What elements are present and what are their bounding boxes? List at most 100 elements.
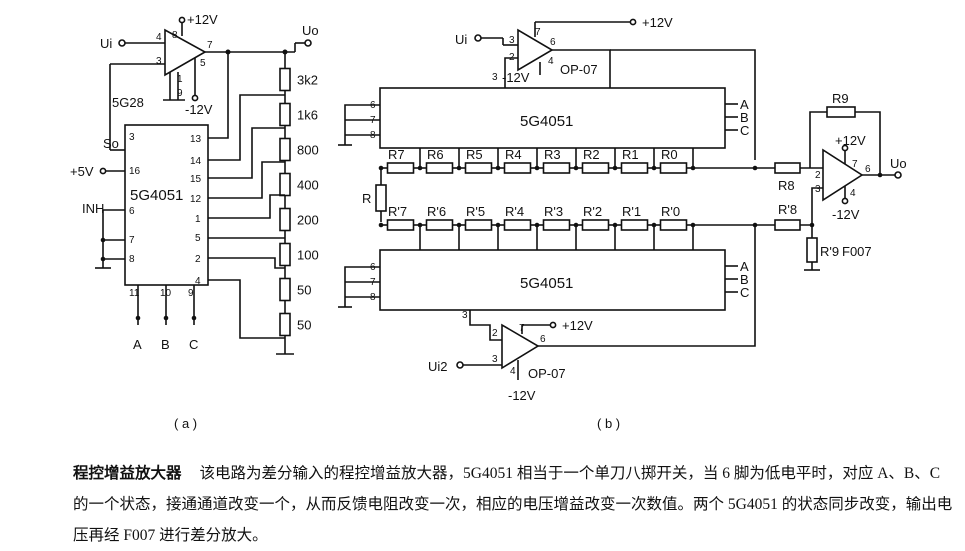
- top-resistor-7: [659, 162, 688, 174]
- opamp-op07-bottom: [501, 323, 540, 370]
- bottom-resistor-4: [542, 219, 571, 231]
- svg-text:3: 3: [129, 132, 135, 143]
- top-resistor-label-1: R6: [427, 147, 444, 162]
- opamp-5g28: [164, 28, 207, 77]
- svg-text:6: 6: [540, 334, 546, 345]
- caption: 程控增益放大器该电路为差分输入的程控增益放大器，5G4051 相当于一个单刀八掷…: [73, 458, 953, 551]
- svg-text:5: 5: [200, 58, 206, 69]
- resistor-a-label-7: 50: [297, 318, 311, 333]
- r8p-label: R'8: [778, 202, 797, 217]
- select-a-bottom: A: [740, 259, 749, 274]
- bottom-resistor-label-6: R'1: [622, 204, 641, 219]
- resistor-a-4: [279, 207, 291, 232]
- top-resistor-0: [386, 162, 415, 174]
- bottom-resistor-label-0: R'7: [388, 204, 407, 219]
- svg-text:6: 6: [129, 206, 135, 217]
- bottom-resistor-label-1: R'6: [427, 204, 446, 219]
- r8-label: R8: [778, 178, 795, 193]
- top-resistor-label-7: R0: [661, 147, 678, 162]
- output-uo-label: Uo: [302, 23, 319, 38]
- svg-text:3: 3: [815, 184, 821, 195]
- bottom-resistor-1: [425, 219, 454, 231]
- caption-title: 程控增益放大器: [73, 465, 182, 482]
- res-r-label: R: [362, 191, 371, 206]
- bottom-resistor-7: [659, 219, 688, 231]
- svg-text:14: 14: [190, 156, 202, 167]
- svg-text:4: 4: [156, 32, 162, 43]
- plus12-top: +12V: [642, 15, 673, 30]
- svg-text:2: 2: [492, 328, 498, 339]
- r9-label: R9: [832, 91, 849, 106]
- svg-text:4: 4: [850, 188, 856, 199]
- op-out-label: F007: [842, 244, 872, 259]
- plus12-f007: +12V: [835, 133, 866, 148]
- select-b-bottom: B: [740, 272, 749, 287]
- svg-text:8: 8: [129, 254, 135, 265]
- top-resistor-4: [542, 162, 571, 174]
- minus12-bottom: -12V: [508, 388, 536, 403]
- svg-text:4: 4: [510, 366, 516, 377]
- svg-text:3: 3: [156, 56, 162, 67]
- resistor-a-0: [279, 67, 291, 92]
- bottom-resistor-6: [620, 219, 649, 231]
- caption-body: 该电路为差分输入的程控增益放大器，5G4051 相当于一个单刀八掷开关，当 6 …: [73, 465, 953, 544]
- op07-bottom-label: OP-07: [528, 366, 566, 381]
- minus12-f007: -12V: [832, 207, 860, 222]
- chip-5g4051-a: [124, 124, 209, 286]
- bottom-resistor-5: [581, 219, 610, 231]
- supply-5v-label: +5V: [70, 164, 94, 179]
- op07-top-label: OP-07: [560, 62, 598, 77]
- resistor-a-label-1: 1k6: [297, 108, 318, 123]
- bottom-resistor-0: [386, 219, 415, 231]
- chip-top-label: 5G4051: [520, 113, 573, 130]
- svg-text:7: 7: [852, 159, 858, 170]
- so-label: So: [103, 136, 119, 151]
- opamp-f007: [822, 148, 864, 202]
- inh-label: INH: [82, 201, 104, 216]
- top-resistor-label-0: R7: [388, 147, 405, 162]
- select-c-a: C: [189, 337, 198, 352]
- resistor-a-label-4: 200: [297, 213, 319, 228]
- svg-text:4: 4: [548, 56, 554, 67]
- svg-text:1: 1: [195, 214, 201, 225]
- resistor-a-label-2: 800: [297, 143, 319, 158]
- plus12-bottom: +12V: [562, 318, 593, 333]
- svg-text:15: 15: [190, 174, 202, 185]
- panel-a-label: ( a ): [174, 416, 197, 431]
- resistor-a-5: [279, 242, 291, 267]
- resistor-a-3: [279, 172, 291, 197]
- top-resistor-3: [503, 162, 532, 174]
- opamp-label-a: 5G28: [112, 95, 144, 110]
- r9p-label: R'9: [820, 244, 839, 259]
- select-b-top: B: [740, 110, 749, 125]
- svg-text:7: 7: [535, 27, 541, 38]
- svg-text:2: 2: [195, 254, 201, 265]
- svg-text:8: 8: [172, 30, 178, 41]
- svg-text:9: 9: [188, 288, 194, 299]
- svg-text:3: 3: [509, 35, 515, 46]
- chip-label-a: 5G4051: [130, 187, 183, 204]
- svg-text:7: 7: [129, 235, 135, 246]
- svg-text:5: 5: [195, 233, 201, 244]
- bottom-resistor-label-7: R'0: [661, 204, 680, 219]
- select-b-a: B: [161, 337, 170, 352]
- panel-b: Ui 3 2 7 6 4 +12V -12V OP-07 3 5G4051 6 …: [338, 15, 907, 431]
- select-a-top: A: [740, 97, 749, 112]
- supply-neg-a: -12V: [185, 102, 213, 117]
- top-resistor-1: [425, 162, 454, 174]
- top-resistor-label-4: R3: [544, 147, 561, 162]
- select-c-bottom: C: [740, 285, 749, 300]
- resistor-a-label-5: 100: [297, 248, 319, 263]
- svg-text:3: 3: [462, 310, 468, 321]
- bottom-resistor-label-2: R'5: [466, 204, 485, 219]
- top-resistor-2: [464, 162, 493, 174]
- select-a-a: A: [133, 337, 142, 352]
- top-resistor-label-6: R1: [622, 147, 639, 162]
- top-resistor-label-2: R5: [466, 147, 483, 162]
- minus12-top: -12V: [502, 70, 530, 85]
- top-resistor-label-3: R4: [505, 147, 522, 162]
- panel-b-label: ( b ): [597, 416, 620, 431]
- resistor-a-2: [279, 137, 291, 162]
- top-resistor-6: [620, 162, 649, 174]
